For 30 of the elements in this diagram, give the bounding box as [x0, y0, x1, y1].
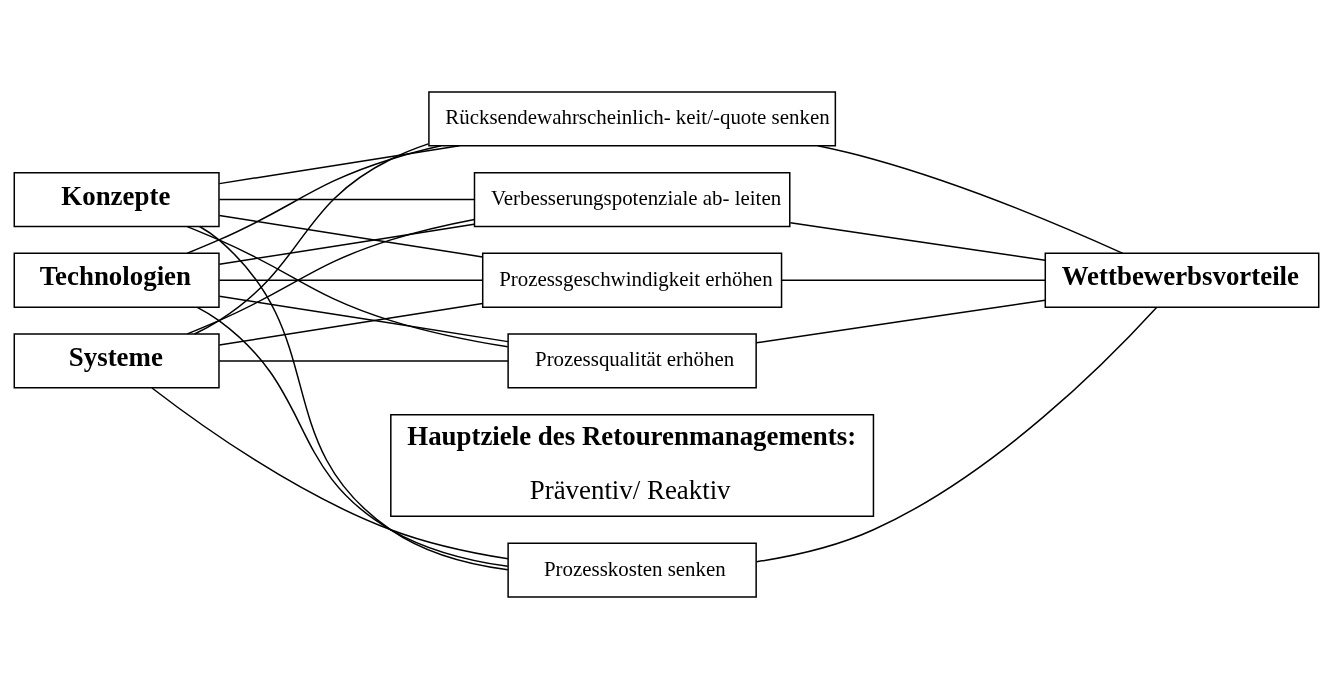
- connector: [196, 306, 509, 567]
- connector: [755, 298, 1046, 344]
- connector: [218, 214, 484, 258]
- connector: [218, 279, 484, 281]
- node-box: Rücksendewahrscheinlich- keit/-quote senken: [428, 90, 837, 146]
- node-box: Prozesskosten senken: [507, 542, 757, 598]
- connector: [218, 302, 484, 346]
- node-box: Systeme: [13, 332, 220, 389]
- node-box: Verbesserungspotenziale ab- leiten: [473, 171, 791, 227]
- connector: [186, 144, 442, 254]
- node-box: Technologien: [13, 252, 220, 308]
- connector: [198, 225, 509, 570]
- connector: [218, 294, 509, 342]
- connector: [151, 386, 509, 560]
- node-box: Konzepte: [13, 171, 220, 227]
- node-box: Wettbewerbsvorteile: [1044, 252, 1320, 308]
- node-box: Prozessqualität erhöhen: [507, 332, 757, 389]
- connector: [218, 144, 461, 184]
- node-box: Hauptziele des Retourenmanagements: Präventiv/ Reaktiv: [390, 413, 875, 517]
- connector: [218, 198, 475, 200]
- connector: [756, 306, 1158, 562]
- connector: [780, 279, 1046, 281]
- connector: [186, 225, 509, 348]
- connector: [218, 222, 475, 265]
- connector: [186, 218, 476, 335]
- connector: [789, 221, 1046, 261]
- connector: [193, 142, 430, 335]
- connector: [218, 359, 509, 362]
- connector: [817, 144, 1124, 254]
- node-box: Prozessgeschwindigkeit erhöhen: [481, 252, 783, 308]
